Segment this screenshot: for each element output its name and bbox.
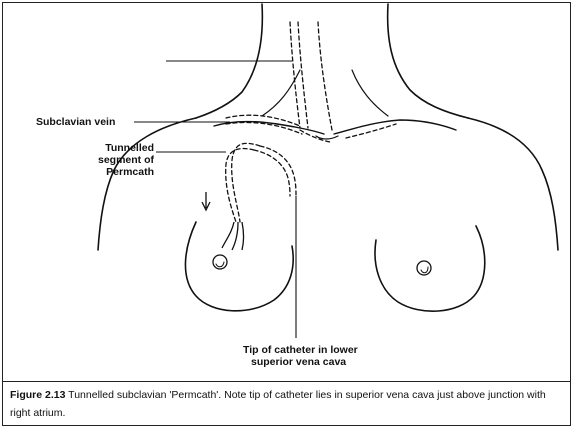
right-neck-muscle	[352, 70, 388, 116]
left-neck-muscle	[262, 70, 300, 116]
jugular-vein-right	[298, 22, 308, 128]
external-jugular-vein	[318, 22, 332, 130]
caption-divider	[2, 381, 571, 382]
catheter-exit-limb-c	[242, 222, 244, 250]
figure-number: Figure 2.13	[10, 389, 65, 401]
tunnelled-segment-inner	[232, 143, 260, 222]
catheter-exit-limb-a	[222, 222, 234, 248]
catheter-to-svc-a	[260, 146, 296, 196]
left-shoulder-outline	[98, 118, 196, 250]
right-shoulder-outline	[468, 118, 558, 250]
label-catheter-tip: Tip of catheter in lower superior vena c…	[243, 344, 358, 368]
label-tip-line2: superior vena cava	[243, 356, 358, 368]
label-subclavian-vein: Subclavian vein	[36, 116, 115, 128]
subclavian-vein-lower	[226, 122, 302, 134]
right-clavicle	[334, 120, 456, 134]
brachiocephalic-left	[346, 124, 396, 138]
catheter-to-svc-b	[254, 150, 290, 196]
tunnelled-segment-outer	[226, 149, 254, 222]
caption-text: Tunnelled subclavian 'Permcath'. Note ti…	[10, 389, 546, 419]
label-tunnelled-line1: Tunnelled	[82, 142, 154, 154]
subclavian-vein-upper	[226, 115, 300, 126]
label-tunnelled-segment: Tunnelled segment of Permcath	[82, 142, 154, 178]
label-tunnelled-line3: Permcath	[82, 166, 154, 178]
figure-caption: Figure 2.13 Tunnelled subclavian 'Permca…	[10, 386, 566, 422]
neck-right-outline	[388, 4, 468, 118]
torso-illustration	[0, 0, 575, 382]
right-breast-outline	[375, 226, 485, 311]
exit-site-arrow	[202, 192, 210, 210]
label-tunnelled-line2: segment of	[82, 154, 154, 166]
label-tip-line1: Tip of catheter in lower	[243, 344, 358, 356]
left-breast-outline	[185, 222, 293, 311]
